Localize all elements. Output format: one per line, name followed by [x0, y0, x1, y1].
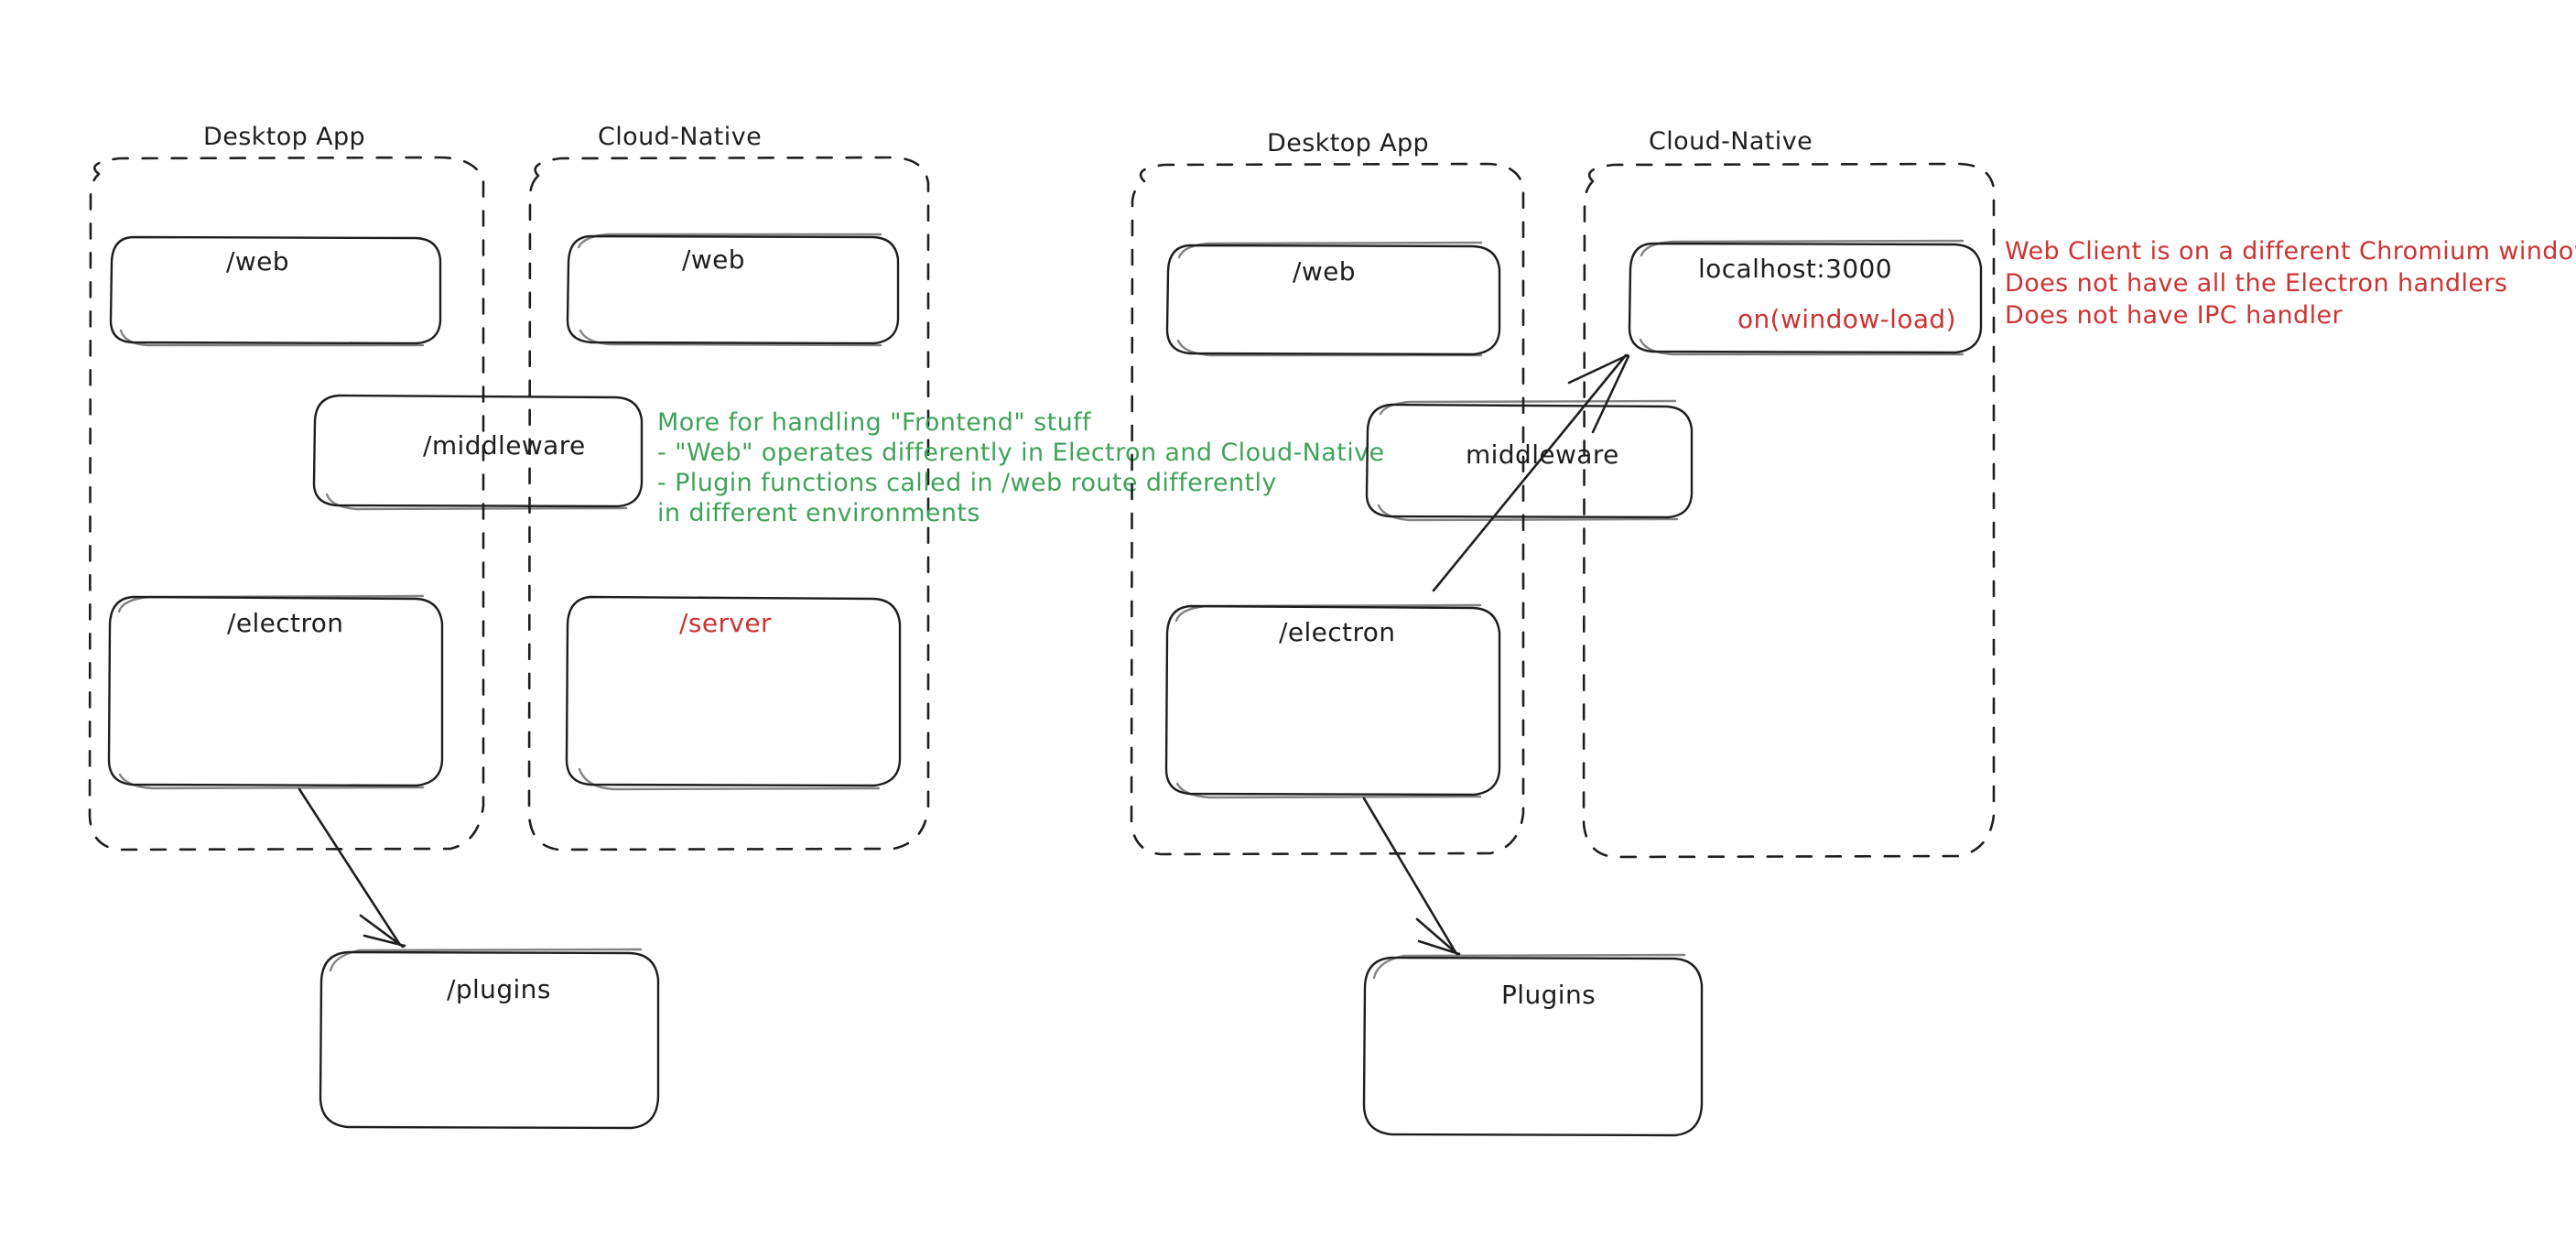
right-desktop-app-label: Desktop App	[1267, 129, 1429, 157]
red-note-line-1: Web Client is on a different Chromium wi…	[2005, 237, 2576, 266]
right-desktop-app-group	[1130, 162, 1525, 856]
right-electron-label: /electron	[1279, 617, 1395, 647]
green-note-line-2: - "Web" operates differently in Electron…	[657, 439, 1385, 467]
right-electron-to-plugins-arrow	[1362, 797, 1461, 956]
left-server-box	[565, 595, 902, 791]
right-middleware-label: middleware	[1466, 439, 1619, 470]
right-localhost-box	[1628, 239, 1983, 356]
left-middleware-label: /middleware	[423, 430, 586, 461]
right-cloud-native-group	[1582, 162, 1996, 859]
red-note-line-2: Does not have all the Electron handlers	[2005, 269, 2507, 298]
left-desktop-app-label: Desktop App	[203, 123, 365, 151]
right-red-note: Web Client is on a different Chromium wi…	[2005, 237, 2576, 330]
left-web-cloud-label: /web	[682, 244, 745, 275]
left-server-label: /server	[679, 608, 772, 638]
right-plugins-label: Plugins	[1501, 980, 1596, 1010]
left-green-note: More for handling "Frontend" stuff - "We…	[657, 408, 1385, 527]
right-plugins-box	[1362, 953, 1704, 1137]
left-web-desktop-label: /web	[226, 246, 289, 276]
left-plugins-label: /plugins	[447, 974, 551, 1004]
right-localhost-label: localhost:3000	[1698, 254, 1892, 284]
left-electron-label: /electron	[227, 608, 343, 638]
left-plugins-box	[319, 948, 660, 1130]
left-web-desktop-box	[109, 235, 442, 347]
left-web-cloud-box	[566, 233, 900, 347]
right-cloud-native-label: Cloud-Native	[1649, 127, 1813, 156]
left-electron-to-plugins-arrow	[298, 787, 406, 949]
green-note-line-3: - Plugin functions called in /web route …	[657, 469, 1277, 497]
left-cloud-native-label: Cloud-Native	[598, 123, 762, 151]
red-note-line-3: Does not have IPC handler	[2005, 301, 2343, 330]
green-note-line-1: More for handling "Frontend" stuff	[657, 408, 1092, 437]
right-middleware-box	[1365, 399, 1694, 522]
right-electron-box	[1164, 603, 1501, 799]
right-localhost-sublabel: on(window-load)	[1737, 304, 1956, 334]
left-electron-box	[107, 594, 444, 790]
left-cloud-native-group	[527, 156, 930, 851]
right-web-box	[1165, 241, 1501, 357]
green-note-line-4: in different environments	[657, 499, 980, 527]
right-web-label: /web	[1293, 256, 1356, 287]
left-middleware-box	[312, 394, 644, 511]
left-desktop-app-group	[88, 156, 485, 851]
right-electron-to-localhost-arrow	[1432, 353, 1630, 592]
